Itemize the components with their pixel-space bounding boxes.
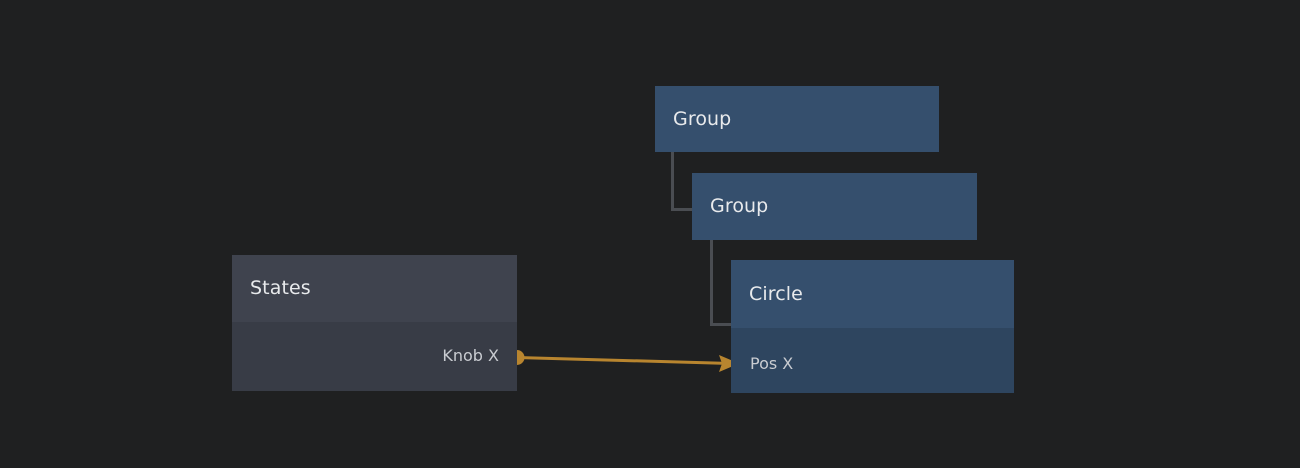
node-group-2-header[interactable]: Group xyxy=(692,173,977,240)
output-port-knob-x-label: Knob X xyxy=(442,346,499,365)
node-circle[interactable]: Circle Pos X xyxy=(731,260,1014,393)
node-group-2-title: Group xyxy=(710,195,769,217)
node-states-header[interactable]: States xyxy=(232,255,517,322)
node-circle-header[interactable]: Circle xyxy=(731,260,1014,328)
node-states[interactable]: States Knob X xyxy=(232,255,517,391)
node-states-body: Knob X xyxy=(232,322,517,391)
hierarchy-link-group2-circle xyxy=(710,240,731,326)
node-circle-body: Pos X xyxy=(731,328,1014,393)
node-states-title: States xyxy=(250,277,311,299)
node-group-1[interactable]: Group xyxy=(655,86,939,152)
input-port-pos-x-label: Pos X xyxy=(750,354,794,373)
node-group-2[interactable]: Group xyxy=(692,173,977,240)
node-group-1-header[interactable]: Group xyxy=(655,86,939,152)
hierarchy-link-group1-group2 xyxy=(671,152,692,211)
output-port-knob-x[interactable]: Knob X xyxy=(442,348,499,364)
node-circle-title: Circle xyxy=(749,282,803,305)
connection-knobx-posx[interactable] xyxy=(516,356,732,365)
input-port-pos-x[interactable]: Pos X xyxy=(750,356,793,372)
node-group-1-title: Group xyxy=(673,107,732,130)
